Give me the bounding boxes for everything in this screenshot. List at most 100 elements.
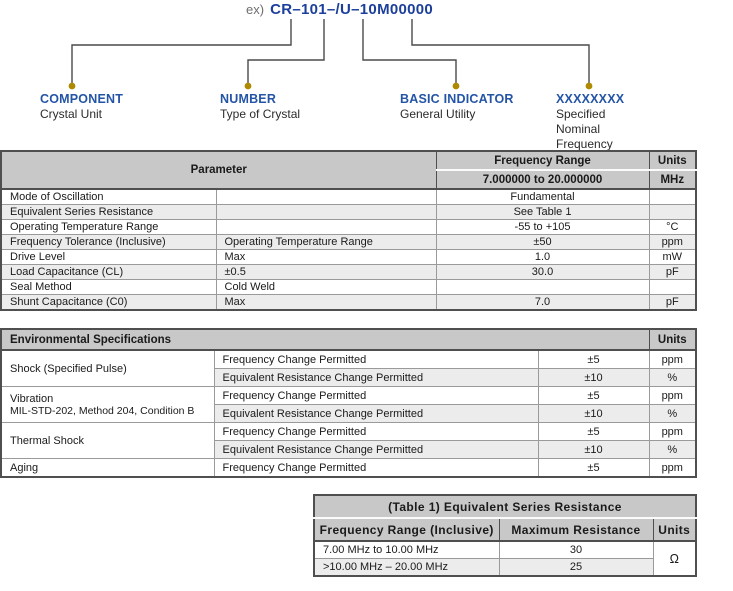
table-row: Vibration MIL-STD-202, Method 204, Condi… <box>0 386 697 423</box>
bullet-dot-icon <box>244 82 252 90</box>
label-component: COMPONENT Crystal Unit <box>40 92 170 122</box>
value-cell: 1.0 <box>435 249 650 265</box>
value-cell: 7.0 <box>435 294 650 311</box>
group-label-shock: Shock (Specified Pulse) <box>0 349 215 387</box>
group-label-vibration: Vibration MIL-STD-202, Method 204, Condi… <box>0 386 215 423</box>
unit-cell: ppm <box>648 349 697 369</box>
unit-cell: pF <box>648 294 697 311</box>
example-part-number: ex) CR–101–/U–10M00000 <box>246 0 433 20</box>
group-label-subtext: MIL-STD-202, Method 204, Condition B <box>10 404 195 417</box>
table-row: Operating Temperature Range -55 to +105 … <box>0 219 697 235</box>
table-row: Equivalent Resistance Change Permitted ±… <box>1 404 697 423</box>
label-frequency: XXXXXXXX Specified Nominal Frequency <box>556 92 651 152</box>
qualifier-cell: ±0.5 <box>215 264 437 280</box>
param-cell: Seal Method <box>0 279 217 295</box>
qualifier-cell: Cold Weld <box>215 279 437 295</box>
test-cell: Frequency Change Permitted <box>213 422 539 441</box>
table-row: >10.00 MHz – 20.00 MHz 25 <box>313 558 696 577</box>
table-row: Equivalent Resistance Change Permitted ±… <box>1 368 697 387</box>
label-desc: Specified Nominal Frequency <box>556 107 613 151</box>
spec-header-frequency-range: Frequency Range <box>435 150 650 171</box>
param-cell: Frequency Tolerance (Inclusive) <box>0 234 217 250</box>
unit-cell: pF <box>648 264 697 280</box>
qualifier-cell <box>215 188 437 205</box>
label-number: NUMBER Type of Crystal <box>220 92 350 122</box>
connector-lines-icon <box>68 19 593 90</box>
label-title: NUMBER <box>220 92 277 106</box>
label-basic-indicator: BASIC INDICATOR General Utility <box>400 92 540 122</box>
param-cell: Drive Level <box>0 249 217 265</box>
environmental-table: Environmental Specifications Units Shock… <box>0 328 698 478</box>
label-title: XXXXXXXX <box>556 92 625 106</box>
table-row: Mode of Oscillation Fundamental <box>0 188 697 205</box>
group-label-text: Shock (Specified Pulse) <box>10 362 127 375</box>
value-cell: ±5 <box>537 458 650 478</box>
group-label-text: Aging <box>10 461 39 474</box>
value-cell: Fundamental <box>435 188 650 205</box>
part-number-text: CR–101–/U–10M00000 <box>270 1 434 18</box>
value-cell: ±10 <box>537 440 650 459</box>
table-row: Aging Frequency Change Permitted ±5 ppm <box>0 458 697 478</box>
esr-header-range: Frequency Range (Inclusive) <box>313 517 500 542</box>
value-cell: ±5 <box>537 386 650 405</box>
esr-header-units: Units <box>652 517 697 542</box>
esr-header-resistance: Maximum Resistance <box>498 517 654 542</box>
value-cell: ±10 <box>537 368 650 387</box>
table-row: Frequency Tolerance (Inclusive) Operatin… <box>0 234 697 250</box>
spec-header-parameter: Parameter <box>0 150 437 190</box>
bullet-dot-icon <box>68 82 76 90</box>
qualifier-cell: Max <box>215 249 437 265</box>
env-header-units: Units <box>648 328 697 351</box>
label-title: COMPONENT <box>40 92 124 106</box>
value-cell: ±10 <box>537 404 650 423</box>
qualifier-cell <box>215 219 437 235</box>
value-cell: ±5 <box>537 349 650 369</box>
esr-table: (Table 1) Equivalent Series Resistance F… <box>313 494 697 577</box>
table-row: Equivalent Resistance Change Permitted ±… <box>1 440 697 459</box>
part-number-diagram: ex) CR–101–/U–10M00000 COMPONENT Crystal … <box>0 0 733 152</box>
range-cell: 7.00 MHz to 10.00 MHz <box>313 540 500 559</box>
unit-cell: Ω <box>652 540 697 577</box>
test-cell: Equivalent Resistance Change Permitted <box>213 404 539 423</box>
qualifier-cell: Max <box>215 294 437 311</box>
esr-title: (Table 1) Equivalent Series Resistance <box>313 494 697 519</box>
value-cell: ±50 <box>435 234 650 250</box>
unit-cell <box>648 188 697 205</box>
test-cell: Frequency Change Permitted <box>213 349 539 369</box>
param-cell: Mode of Oscillation <box>0 188 217 205</box>
param-cell: Equivalent Series Resistance <box>0 204 217 220</box>
unit-cell: ppm <box>648 386 697 405</box>
spec-header-units: Units <box>648 150 697 171</box>
unit-cell: ppm <box>648 234 697 250</box>
table-row: Thermal Shock Frequency Change Permitted… <box>0 422 697 459</box>
bullet-dot-icon <box>452 82 460 90</box>
unit-cell <box>648 204 697 220</box>
label-desc: General Utility <box>400 107 476 121</box>
label-desc: Crystal Unit <box>40 107 103 121</box>
unit-cell: mW <box>648 249 697 265</box>
value-cell: 30.0 <box>435 264 650 280</box>
value-cell <box>435 279 650 295</box>
unit-cell: ppm <box>648 458 697 478</box>
label-desc: Type of Crystal <box>220 107 301 121</box>
spec-header-units-value: MHz <box>648 169 697 190</box>
unit-cell: ppm <box>648 422 697 441</box>
unit-cell: % <box>648 440 697 459</box>
unit-cell: °C <box>648 219 697 235</box>
example-prefix: ex) <box>246 2 265 17</box>
table-row: Shunt Capacitance (C0) Max 7.0 pF <box>0 294 697 311</box>
table-row: 7.00 MHz to 10.00 MHz 30 Ω <box>313 540 697 577</box>
unit-cell: % <box>648 368 697 387</box>
test-cell: Equivalent Resistance Change Permitted <box>213 368 539 387</box>
value-cell: -55 to +105 <box>435 219 650 235</box>
unit-cell: % <box>648 404 697 423</box>
value-cell: ±5 <box>537 422 650 441</box>
qualifier-cell <box>215 204 437 220</box>
table-row: Load Capacitance (CL) ±0.5 30.0 pF <box>0 264 697 280</box>
table-row: Drive Level Max 1.0 mW <box>0 249 697 265</box>
table-row: Seal Method Cold Weld <box>0 279 697 295</box>
resistance-cell: 25 <box>498 558 654 577</box>
spec-header-range-value: 7.000000 to 20.000000 <box>435 169 650 190</box>
spec-table: Parameter Frequency Range Units 7.000000… <box>0 150 698 311</box>
